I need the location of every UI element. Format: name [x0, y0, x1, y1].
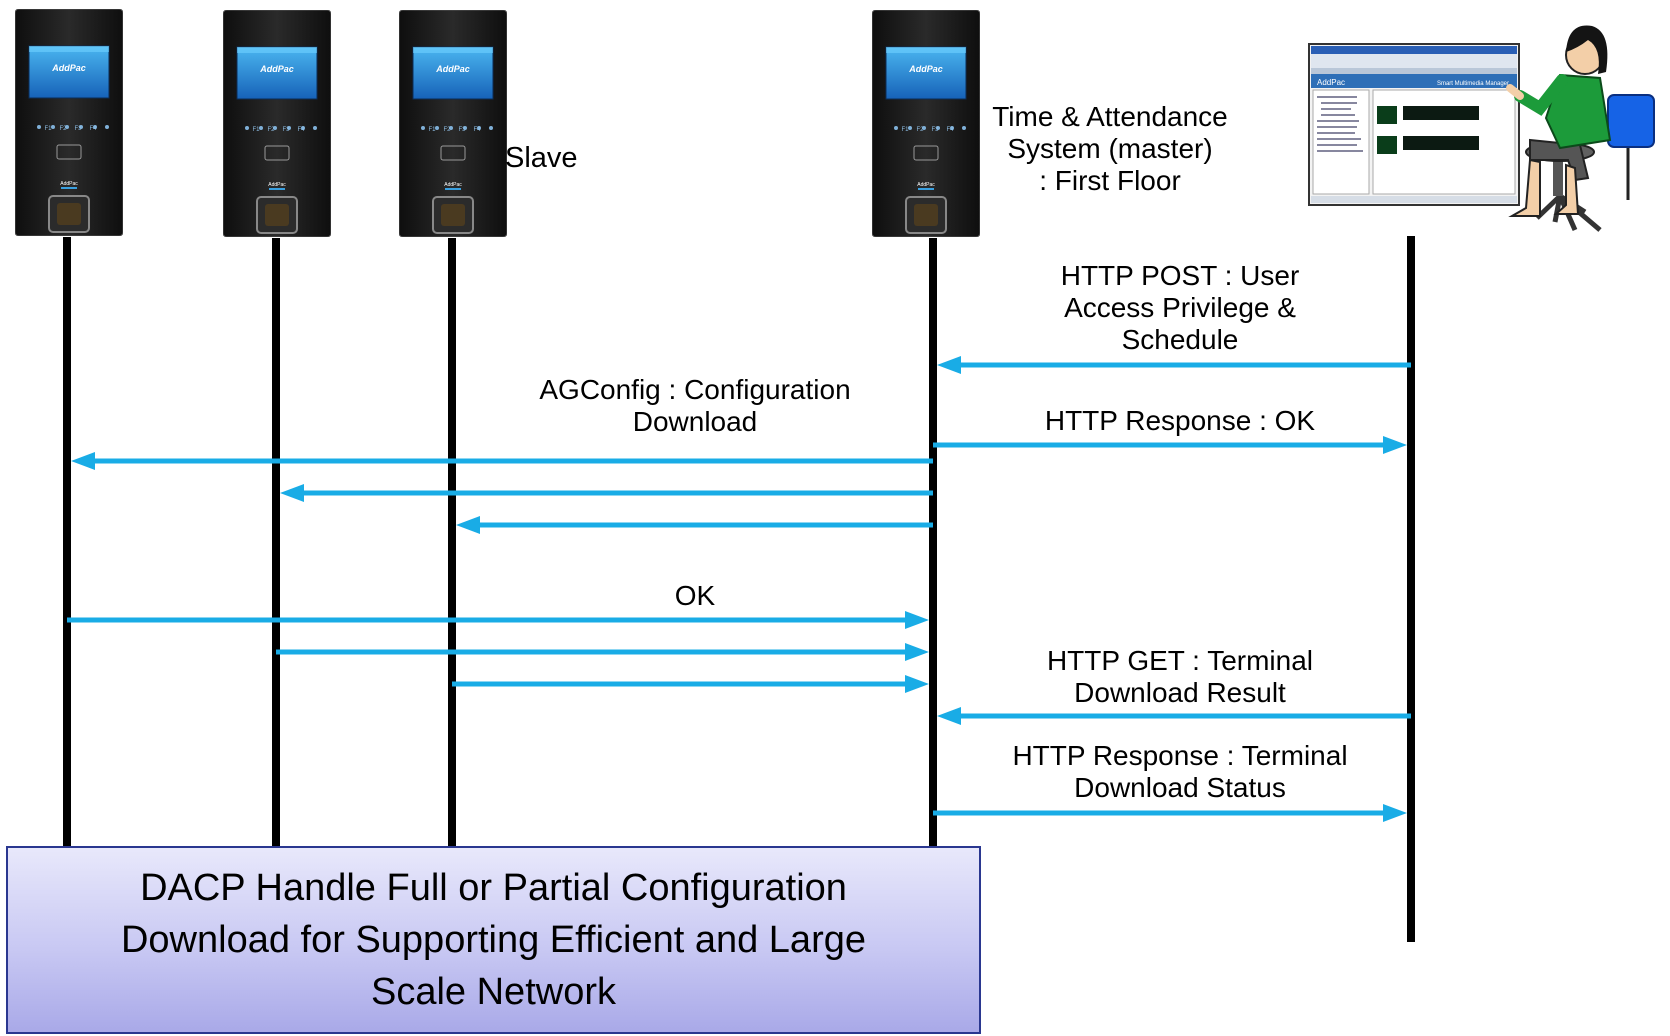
terminal-function-key: F2 [916, 127, 924, 133]
msg-http-post-label: HTTP POST : User Access Privilege & Sche… [1060, 260, 1300, 355]
arrow-ok-terminal-2 [276, 643, 929, 661]
msg-slave-ok-label: OK [674, 580, 716, 611]
terminal-base-brand: AddPac [60, 181, 78, 187]
arrow-ok-terminal-1 [67, 611, 929, 629]
terminal-function-key: F3 [74, 126, 82, 132]
terminal-screen-brand: AddPac [908, 64, 943, 74]
terminal-function-key: F2 [443, 127, 451, 133]
arrow-http-post [937, 356, 1411, 374]
arrow-http-response-ok [933, 436, 1407, 454]
arrow-agconfig-terminal-3 [456, 516, 933, 534]
server-monitor: AddPac Smart Multimedia Manager [1308, 43, 1520, 206]
terminal-function-key: F2 [267, 127, 275, 133]
arrow-agconfig-terminal-2 [280, 484, 933, 502]
slave-label: Slave [505, 142, 578, 174]
server-app-title: Smart Multimedia Manager [1437, 81, 1509, 87]
terminal-function-key: F1 [44, 126, 52, 132]
terminal-function-key: F4 [89, 126, 97, 132]
terminal-function-key: F3 [458, 127, 466, 133]
terminal-function-key: F1 [252, 127, 260, 133]
server-app-brand: AddPac [1317, 78, 1345, 87]
terminal-function-key: F4 [473, 127, 481, 133]
master-label: Time & Attendance System (master) : Firs… [992, 101, 1228, 196]
arrow-http-response-status [933, 804, 1407, 822]
terminal-function-key: F3 [931, 127, 939, 133]
msg-agconfig-label: AGConfig : Configuration Download [539, 374, 851, 437]
terminal-function-key: F3 [282, 127, 290, 133]
terminal-screen-brand: AddPac [435, 64, 470, 74]
msg-http-get-label: HTTP GET : Terminal Download Result [1046, 645, 1314, 708]
terminal-base-brand: AddPac [444, 182, 462, 188]
terminal-function-key: F4 [946, 127, 954, 133]
caption-text: DACP Handle Full or Partial Configuratio… [120, 867, 866, 1013]
terminal-base-brand: AddPac [268, 182, 286, 188]
msg-http-response-status-label: HTTP Response : Terminal Download Status [1012, 740, 1348, 803]
terminal-base-brand: AddPac [917, 182, 935, 188]
terminal-function-key: F4 [297, 127, 305, 133]
terminal-function-key: F1 [901, 127, 909, 133]
terminal-screen-brand: AddPac [259, 64, 294, 74]
msg-http-response-ok-label: HTTP Response : OK [1044, 405, 1316, 436]
arrow-http-get [937, 707, 1411, 725]
terminal-function-key: F1 [428, 127, 436, 133]
arrow-ok-terminal-3 [452, 675, 929, 693]
terminal-screen-brand: AddPac [51, 63, 86, 73]
arrow-agconfig-terminal-1 [71, 452, 933, 470]
operator-person-icon [1506, 25, 1655, 232]
terminal-function-key: F2 [59, 126, 67, 132]
caption-box: DACP Handle Full or Partial Configuratio… [6, 846, 981, 1034]
